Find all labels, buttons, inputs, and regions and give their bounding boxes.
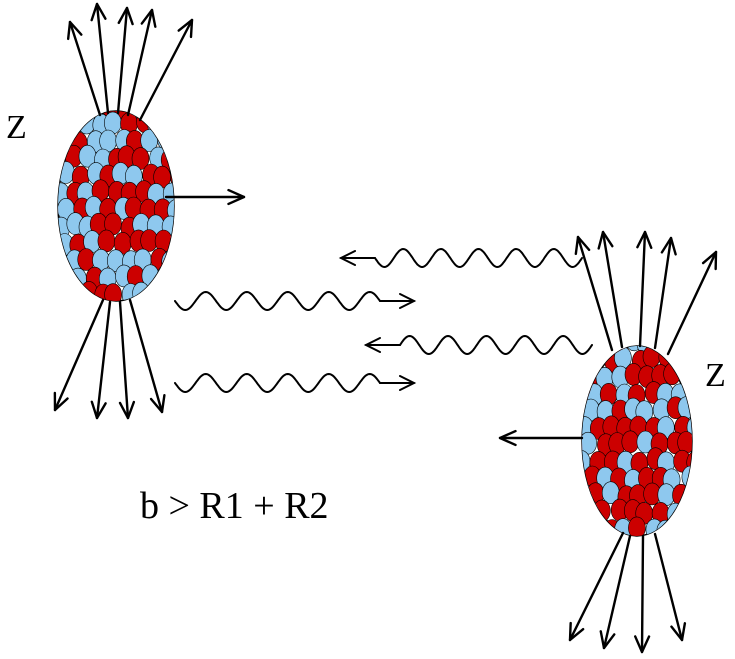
right-nucleon-neutron [677, 396, 692, 419]
right-nucleon-proton [582, 346, 586, 352]
right-nucleon-proton [688, 515, 692, 536]
emitted-particle-arrows [53, 2, 718, 654]
left-nucleon-neutron [70, 111, 88, 120]
left-nucleon-neutron [77, 111, 96, 135]
right-nucleon-proton [672, 518, 691, 536]
photon-wave-to-left [363, 334, 593, 356]
right-nucleon-proton [663, 362, 681, 386]
left-nucleon-proton [77, 248, 95, 271]
right-nucleon-proton [672, 346, 690, 369]
right-nucleon-neutron [686, 485, 692, 509]
impact-parameter-condition: b > R1 + R2 [140, 485, 329, 527]
left-nucleon-neutron [156, 264, 174, 288]
left-bottom-arrow [118, 300, 136, 420]
photon-wave-to-right [174, 290, 417, 312]
left-top-arrow [126, 8, 157, 117]
left-top-arrow [138, 18, 194, 122]
left-nucleon-proton [58, 111, 59, 121]
left-nucleon-proton [58, 198, 60, 221]
right-nucleon-proton [621, 430, 640, 454]
left-nucleon-neutron [69, 267, 87, 291]
right-top-arrow [636, 230, 653, 348]
left-nucleon-proton [58, 231, 61, 254]
left-top-arrow [90, 2, 110, 115]
left-nucleon-proton [171, 263, 174, 287]
left-nucleon-proton [162, 111, 174, 134]
right-nucleon-neutron [582, 366, 585, 389]
left-bottom-arrow [53, 298, 105, 412]
left-nucleon-proton [104, 283, 122, 301]
right-nucleon-neutron [656, 519, 675, 536]
left-bottom-arrow [128, 298, 166, 414]
right-nucleus [581, 345, 693, 537]
right-nucleon-neutron [582, 400, 584, 424]
right-nucleon-proton [589, 346, 607, 369]
left-nucleon-neutron [161, 250, 174, 274]
right-bottom-arrow [599, 534, 632, 650]
right-velocity-arrow [498, 429, 584, 447]
left-nucleon-proton [170, 165, 174, 189]
right-nucleon-neutron [587, 517, 605, 536]
right-nucleon-neutron [582, 502, 585, 526]
right-nucleon-proton [582, 520, 590, 536]
right-nucleons [582, 346, 692, 536]
left-nucleon-neutron [169, 111, 174, 121]
left-charge-label: Z [6, 109, 27, 146]
right-nucleon-neutron [680, 346, 692, 355]
left-nucleon-neutron [150, 282, 169, 301]
left-top-arrow [116, 6, 134, 115]
right-nucleon-neutron [582, 467, 587, 491]
right-nucleon-neutron [666, 502, 685, 526]
left-nucleon-neutron [163, 283, 174, 301]
left-nucleon-neutron [58, 264, 74, 288]
left-nucleon-neutron [58, 250, 68, 274]
left-nucleon-neutron [58, 267, 63, 291]
left-nucleus [57, 110, 175, 302]
left-velocity-arrow [164, 188, 246, 206]
left-nucleon-proton [58, 129, 60, 152]
right-nucleon-proton [681, 498, 692, 522]
right-nucleon-neutron [625, 346, 643, 352]
right-top-arrow [597, 230, 624, 349]
right-nucleon-proton [678, 363, 692, 387]
left-nucleon-proton [97, 229, 116, 253]
left-nucleon-proton [58, 280, 70, 301]
photon-wave-to-left [338, 247, 583, 269]
left-nucleon-proton [58, 165, 61, 189]
left-nucleon-proton [167, 129, 174, 152]
right-top-arrow [574, 235, 614, 352]
right-nucleon-proton [628, 516, 646, 536]
right-top-arrow [653, 236, 677, 350]
left-nucleon-neutron [58, 111, 68, 135]
left-bottom-arrow [90, 300, 112, 420]
left-nucleon-proton [63, 111, 81, 134]
left-nucleon-neutron [171, 233, 174, 256]
right-bottom-arrow [568, 531, 625, 642]
left-nucleon-neutron [132, 281, 150, 301]
left-nucleon-neutron [63, 280, 82, 301]
left-nucleon-neutron [157, 127, 174, 151]
left-nucleon-proton [58, 111, 74, 120]
left-nucleon-neutron [157, 111, 174, 120]
right-nucleon-proton [685, 381, 692, 405]
right-bottom-arrow [634, 534, 651, 654]
left-top-arrow [66, 20, 102, 117]
right-charge-label: Z [705, 357, 726, 394]
left-nucleons [58, 111, 174, 301]
right-nucleon-neutron [683, 346, 692, 369]
photon-wave-to-right [174, 372, 417, 394]
right-nucleon-proton [592, 499, 611, 523]
right-nucleon-neutron [681, 465, 692, 489]
photon-wavy-lines [174, 247, 593, 394]
right-bottom-arrow [653, 532, 687, 642]
right-top-arrow [666, 250, 718, 356]
